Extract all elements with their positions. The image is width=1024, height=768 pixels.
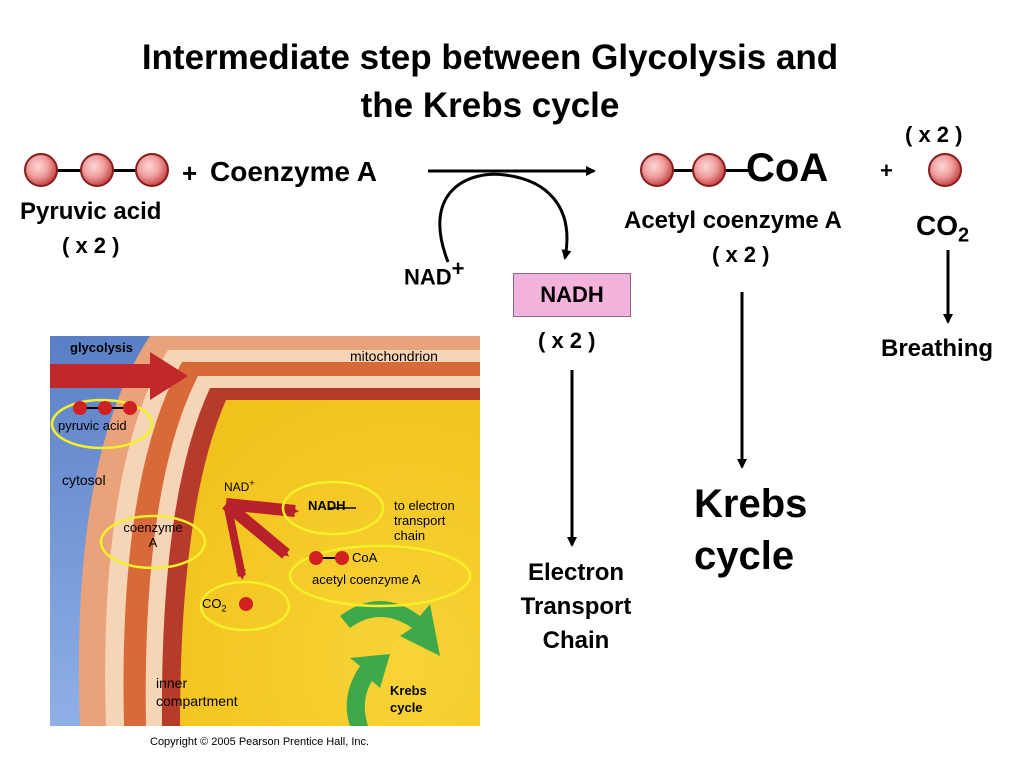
copyright-text: Copyright © 2005 Pearson Prentice Hall, … — [150, 736, 370, 748]
carbon-ball-2 — [80, 153, 114, 187]
fig-to-etc-label: to electron transport chain — [394, 498, 455, 543]
co2-label: CO2 — [916, 210, 970, 247]
krebs-cycle-label: Krebs cycle — [694, 482, 808, 578]
fig-nad-label: NAD+ — [224, 478, 255, 494]
plus-sign-1: + — [182, 158, 198, 188]
coenzyme-a-label: Coenzyme A — [210, 156, 378, 187]
co2-multiplier: ( x 2 ) — [905, 122, 963, 147]
pyruvic-acid-label: Pyruvic acid — [20, 198, 162, 225]
nadh-box: NADH — [513, 273, 631, 317]
breathing-label: Breathing — [881, 335, 994, 362]
title-line-2: the Krebs cycle — [360, 86, 620, 125]
fig-mitochondrion-label: mitochondrion — [350, 348, 438, 364]
acetyl-multiplier: ( x 2 ) — [712, 242, 770, 267]
fig-nadh-label: NADH — [308, 498, 346, 513]
fig-acetyl-label: acetyl coenzyme A — [312, 572, 421, 587]
plus-sign-2: + — [880, 158, 893, 183]
fig-inner-compartment-label: inner compartment — [156, 675, 238, 709]
acetyl-coa-label: Acetyl coenzyme A — [624, 207, 842, 234]
fig-co2-label: CO2 — [202, 596, 227, 614]
carbon-ball-3 — [135, 153, 169, 187]
acetyl-ball-1 — [640, 153, 674, 187]
acetyl-ball-2 — [692, 153, 726, 187]
fig-glycolysis-label: glycolysis — [70, 340, 133, 355]
pyruvic-multiplier: ( x 2 ) — [62, 233, 120, 258]
fig-krebs-label: Krebs cycle — [390, 683, 427, 715]
mitochondrion-figure: glycolysis mitochondrion pyruvic acid cy… — [50, 336, 480, 726]
nad-label: NAD+ — [404, 256, 465, 290]
nadh-multiplier: ( x 2 ) — [538, 328, 596, 353]
title-line-1: Intermediate step between Glycolysis and — [141, 38, 839, 77]
co2-ball — [928, 153, 962, 187]
carbon-ball-1 — [24, 153, 58, 187]
slide-title: Intermediate step between Glycolysis and… — [0, 34, 980, 130]
fig-pyruvic-label: pyruvic acid — [58, 418, 127, 433]
coa-label: CoA — [746, 146, 829, 190]
nad-curve-arrow — [438, 172, 572, 263]
etc-label: Electron Transport Chain — [520, 559, 632, 654]
fig-coa-label: CoA — [352, 550, 378, 565]
fig-coenzyme-label: coenzyme A — [123, 520, 183, 550]
fig-cytosol-label: cytosol — [62, 472, 106, 488]
